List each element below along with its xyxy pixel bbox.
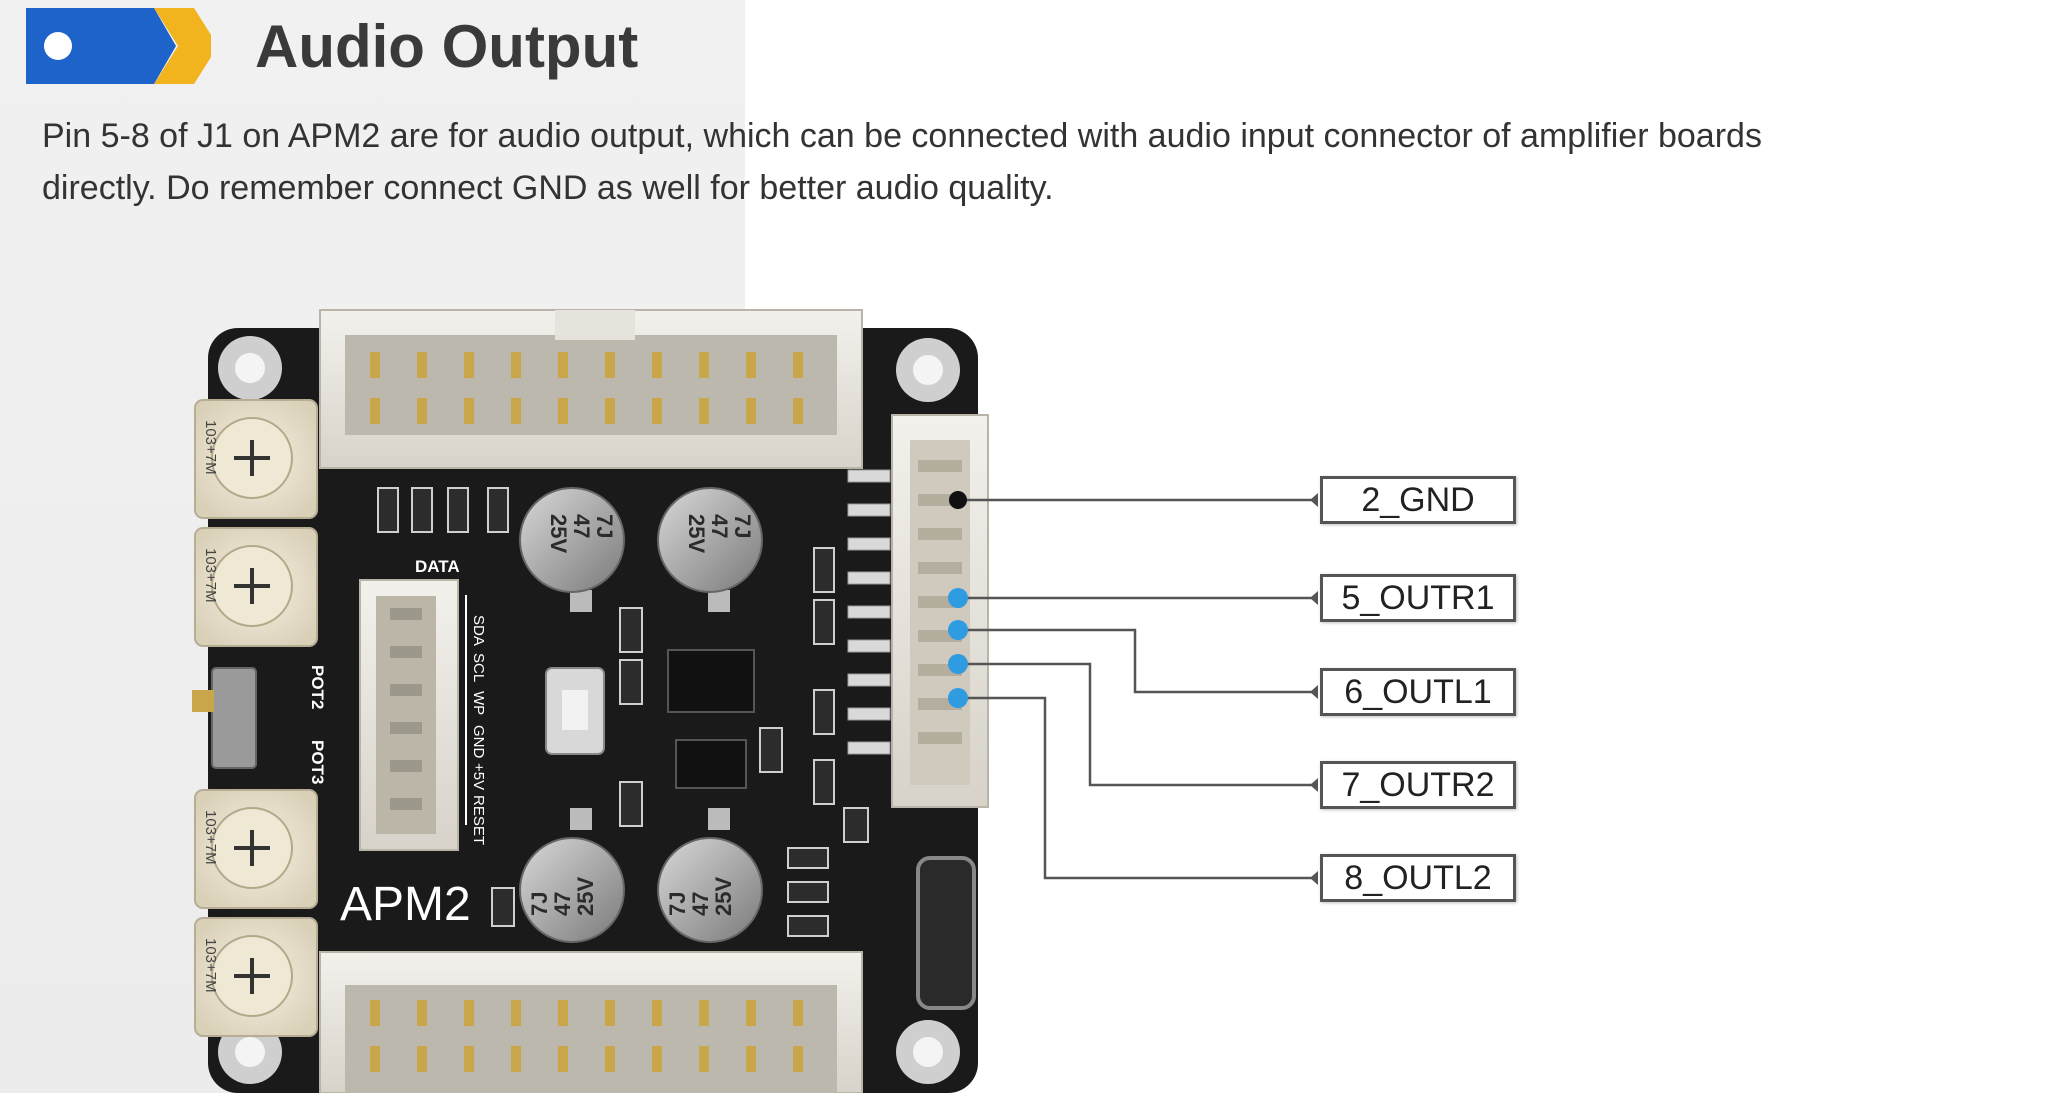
cap-marking: 47 <box>569 514 594 538</box>
pin-dot-outl1 <box>948 620 968 640</box>
data-label: DATA <box>415 557 460 576</box>
header-pin-label: SDA <box>470 615 487 646</box>
pot-code: 103+7M <box>202 938 219 993</box>
pot-label: POT3 <box>308 740 327 784</box>
header-pin-label: WP <box>470 691 487 715</box>
header-pin-label: GND <box>470 725 487 759</box>
top-idc-connector <box>319 309 863 469</box>
inner-header-connector <box>359 579 459 851</box>
pot-code: 103+7M <box>202 420 219 475</box>
header-pin-labels: SDA SCL WP GND +5V RESET <box>470 615 487 845</box>
header-pin-label: +5V <box>470 763 487 790</box>
pot-code: 103+7M <box>202 548 219 603</box>
cap-marking: 7J <box>527 892 552 916</box>
cap-markings: 7J 47 25V 7J 47 25V 7J 47 25V 7J 47 25V <box>527 514 755 916</box>
pot-codes: 103+7M 103+7M 103+7M 103+7M <box>202 420 219 993</box>
header-pin-label: RESET <box>470 795 487 845</box>
side-switch <box>211 667 257 769</box>
bottom-idc-connector <box>319 951 863 1093</box>
pot-label: POT2 <box>308 665 327 709</box>
pin-label-outr1: 5_OUTR1 <box>1320 574 1516 622</box>
cap-marking: 25V <box>711 877 736 916</box>
board-name: APM2 <box>340 878 471 931</box>
cap-marking: 47 <box>550 892 575 916</box>
pin-dot-gnd <box>949 491 967 509</box>
page-title: Audio Output <box>255 13 639 80</box>
pin-label-gnd: 2_GND <box>1320 476 1516 524</box>
usb-port <box>916 856 976 1010</box>
pin-dot-outl2 <box>948 688 968 708</box>
pin-label-outr2: 7_OUTR2 <box>1320 761 1516 809</box>
regulator <box>675 739 747 789</box>
cap-marking: 7J <box>730 514 755 538</box>
ic-chip <box>667 649 755 713</box>
cap-marking: 7J <box>592 514 617 538</box>
cap-marking: 25V <box>546 514 571 553</box>
arrowheads <box>1310 493 1318 885</box>
pin-label-outl2: 8_OUTL2 <box>1320 854 1516 902</box>
header-pin-label: SCL <box>470 653 487 682</box>
pin-dot-outr1 <box>948 588 968 608</box>
cap-marking: 47 <box>688 892 713 916</box>
potentiometers <box>194 399 318 1037</box>
leader-lines <box>958 498 1318 880</box>
description-line: Pin 5-8 of J1 on APM2 are for audio outp… <box>42 117 1762 155</box>
j1-connector <box>847 414 989 808</box>
pin-dot-outr2 <box>948 654 968 674</box>
pot-code: 103+7M <box>202 810 219 865</box>
cap-marking: 47 <box>707 514 732 538</box>
pin-label-outl1: 6_OUTL1 <box>1320 668 1516 716</box>
cap-marking: 25V <box>573 877 598 916</box>
cap-marking: 25V <box>684 514 709 553</box>
description-line: directly. Do remember connect GND as wel… <box>42 169 1054 207</box>
description: Pin 5-8 of J1 on APM2 are for audio outp… <box>42 110 2032 214</box>
capacitors <box>519 487 763 943</box>
smd-components <box>377 487 869 937</box>
pin-dots <box>948 491 968 708</box>
cap-marking: 7J <box>665 892 690 916</box>
section-tag-icon <box>26 8 211 84</box>
